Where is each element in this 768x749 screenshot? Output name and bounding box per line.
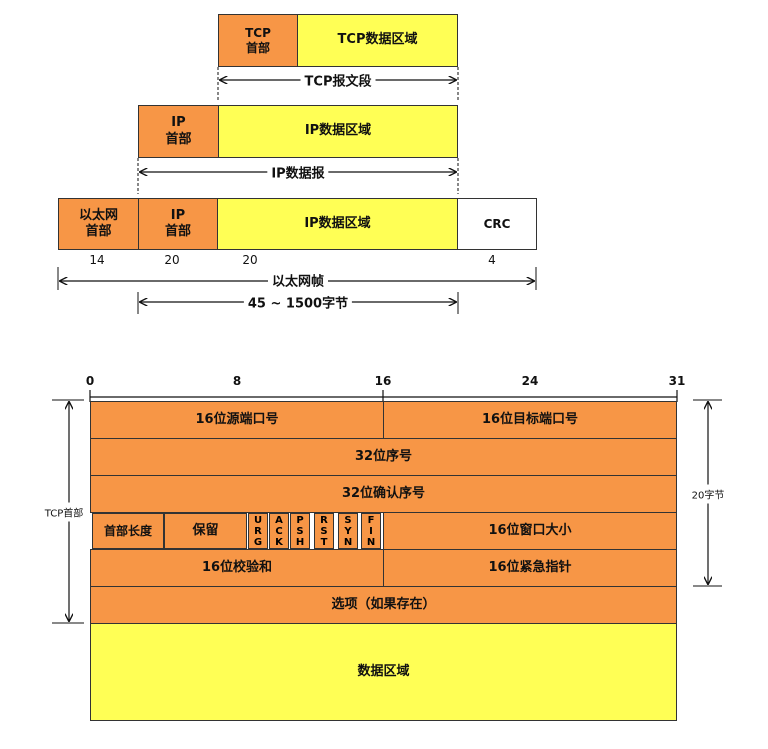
flag-psh: PSH	[290, 513, 310, 549]
size-crc: 4	[488, 253, 496, 267]
ip-data-box: IP数据区域	[218, 105, 458, 158]
flag-ack: ACK	[269, 513, 289, 549]
flag-urg: URG	[248, 513, 268, 549]
urgent-pointer-field: 16位紧急指针	[383, 549, 677, 587]
flag-fin: FIN	[361, 513, 381, 549]
eth-ip-data-box: IP数据区域	[217, 198, 458, 250]
options-field: 选项（如果存在）	[90, 586, 677, 624]
tcp-data-box: TCP数据区域	[297, 14, 458, 67]
tcp-header-box: TCP 首部	[218, 14, 298, 67]
reserved-field: 保留	[164, 513, 247, 549]
eth-ip-header-box: IP 首部	[138, 198, 218, 250]
dst-port-field: 16位目标端口号	[383, 401, 677, 439]
src-port-field: 16位源端口号	[90, 401, 384, 439]
bit-label-16: 16	[374, 374, 392, 388]
crc-box: CRC	[457, 198, 537, 250]
bit-label-8: 8	[232, 374, 242, 388]
size-ip-header: 20	[164, 253, 180, 267]
bit-label-0: 0	[85, 374, 95, 388]
checksum-field: 16位校验和	[90, 549, 384, 587]
flag-syn: SYN	[338, 513, 358, 549]
size-tcp-header: 20	[242, 253, 258, 267]
ack-field: 32位确认序号	[90, 475, 677, 513]
size-eth-header: 14	[89, 253, 105, 267]
tcp-header-span-label: TCP首部	[44, 502, 84, 522]
data-area-field: 数据区域	[90, 623, 677, 721]
ip-datagram-label: IP数据报	[267, 162, 329, 182]
bit-label-24: 24	[521, 374, 539, 388]
eth-frame-label: 以太网帧	[267, 270, 329, 290]
header-length-field: 首部长度	[92, 513, 164, 549]
eth-header-box: 以太网 首部	[58, 198, 139, 250]
flag-rst: RST	[314, 513, 334, 549]
ip-header-box: IP 首部	[138, 105, 219, 158]
bit-label-31: 31	[668, 374, 686, 388]
payload-size-label: 45 ~ 1500字节	[243, 292, 353, 312]
window-size-field: 16位窗口大小	[383, 512, 677, 550]
tcp-segment-label: TCP报文段	[300, 70, 376, 90]
seq-field: 32位序号	[90, 438, 677, 476]
bytes-span-label: 20字节	[691, 484, 725, 504]
